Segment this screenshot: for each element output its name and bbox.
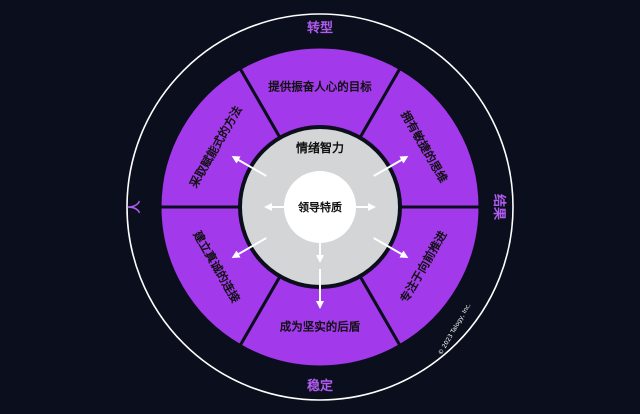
- center-circle: [284, 171, 356, 243]
- segment-label-bottom: 成为坚实的后盾: [280, 320, 361, 334]
- arrow-outer-top-left: [231, 156, 267, 177]
- arrow-outer-bottom-left: [231, 237, 267, 258]
- arrows-group: [231, 156, 409, 309]
- arrow-outer-top-right: [373, 156, 409, 177]
- outer-label-bottom: 稳定: [307, 378, 333, 394]
- outer-label-left: 人: [127, 200, 143, 214]
- outer-ring: [126, 13, 514, 401]
- outer-label-top: 转型: [307, 20, 333, 36]
- center-label: 领导特质: [297, 200, 342, 214]
- arrow-outer-bottom-right: [373, 237, 409, 258]
- segment-label-top: 提供振奋人心的目标: [268, 80, 372, 94]
- outer-label-right: 结果: [491, 194, 507, 220]
- inner-ring-label: 情绪智力: [296, 140, 344, 155]
